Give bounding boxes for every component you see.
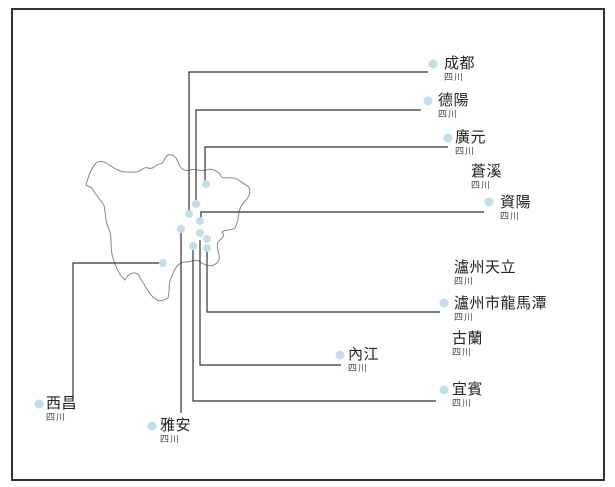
line-guangyuan: [204, 146, 448, 183]
label-guangyuan: 廣元 四川: [455, 130, 486, 157]
map-dot-luzhou-b: [203, 244, 211, 252]
map-dot-chengdu: [185, 210, 193, 218]
province-name: 四川: [46, 413, 67, 423]
city-name: 瀘州天立: [454, 258, 517, 276]
label-chengdu: 成都 四川: [444, 56, 475, 83]
province-name: 四川: [444, 73, 465, 83]
province-name: 四川: [454, 313, 475, 323]
map-dot-deyang: [192, 200, 200, 208]
label-dot-deyang: [423, 96, 433, 106]
label-deyang: 德陽 四川: [438, 93, 469, 120]
province-name: 四川: [454, 277, 475, 287]
label-gulan: 古蘭 四川: [452, 331, 483, 358]
province-name: 四川: [160, 435, 181, 445]
label-yaan: 雅安 四川: [160, 418, 191, 445]
line-chengdu: [188, 71, 428, 213]
province-name: 四川: [348, 364, 369, 374]
label-cangxi: 蒼溪 四川: [471, 164, 502, 191]
city-name: 蒼溪: [471, 162, 503, 180]
province-name: 四川: [471, 181, 492, 191]
city-name: 雅安: [160, 416, 192, 434]
line-neijiang: [199, 240, 341, 366]
map-dot-ziyang: [196, 217, 204, 225]
map-dot-guangyuan: [202, 180, 210, 188]
province-name: 四川: [500, 212, 521, 222]
label-luzhou-longmatan: 瀘州市龍馬潭 四川: [454, 296, 547, 323]
label-luzhou-tianli: 瀘州天立 四川: [454, 260, 516, 287]
label-dot-ziyang: [484, 197, 494, 207]
line-luzhou: [206, 248, 440, 313]
label-xichang: 西昌 四川: [46, 396, 77, 423]
province-name: 四川: [438, 110, 459, 120]
city-name: 古蘭: [452, 329, 484, 347]
sichuan-outline: [85, 154, 251, 302]
label-neijiang: 內江 四川: [348, 347, 379, 374]
province-name: 四川: [452, 348, 473, 358]
line-yibin: [192, 250, 436, 402]
label-dot-xichang: [34, 399, 44, 409]
city-name: 內江: [348, 345, 380, 363]
city-name: 西昌: [46, 394, 78, 412]
map-dot-yibin: [189, 242, 197, 250]
label-dot-yibin: [439, 385, 449, 395]
city-name: 宜賓: [452, 380, 484, 398]
map-dot-neijiang: [196, 229, 204, 237]
label-ziyang: 資陽 四川: [500, 195, 531, 222]
province-name: 四川: [455, 147, 476, 157]
line-deyang: [195, 109, 421, 204]
map-dot-luzhou-a: [203, 235, 211, 243]
label-dot-luzhou: [439, 298, 449, 308]
city-name: 廣元: [455, 128, 487, 146]
city-name: 成都: [444, 54, 476, 72]
label-yibin: 宜賓 四川: [452, 382, 483, 409]
label-dot-guangyuan: [443, 133, 453, 143]
label-dot-yaan: [147, 421, 157, 431]
city-name: 資陽: [500, 193, 532, 211]
map-frame: [11, 8, 605, 481]
province-name: 四川: [452, 399, 473, 409]
map-dot-xichang: [159, 259, 167, 267]
label-dot-neijiang: [335, 350, 345, 360]
label-dot-chengdu: [428, 59, 438, 69]
line-xichang: [72, 262, 162, 398]
line-ziyang: [200, 211, 484, 220]
city-name: 瀘州市龍馬潭: [454, 294, 548, 312]
map-dot-yaan: [177, 225, 185, 233]
city-name: 德陽: [438, 91, 470, 109]
